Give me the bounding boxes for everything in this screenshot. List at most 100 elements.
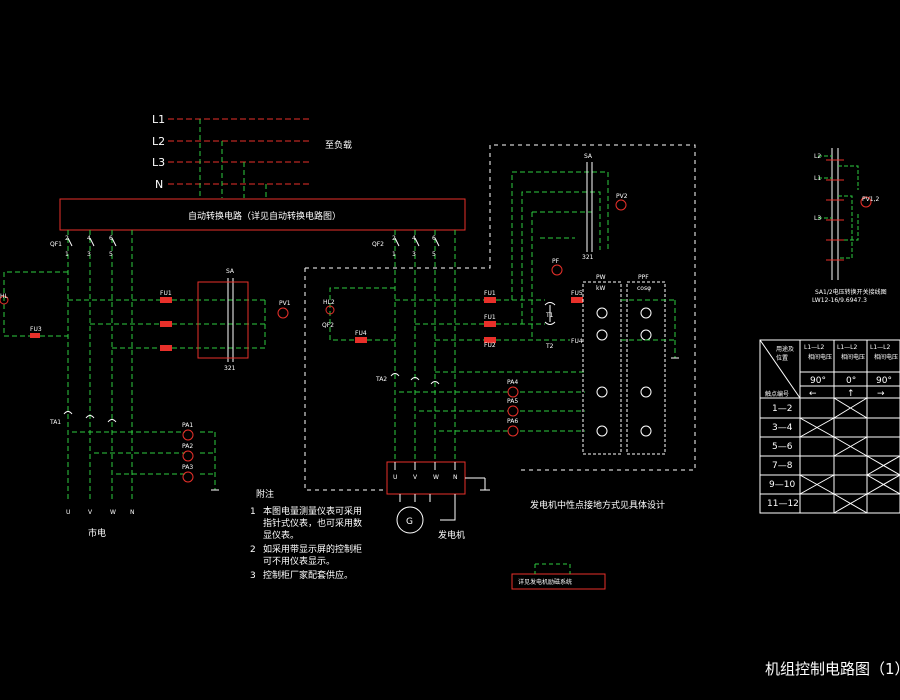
fu1-mid-label-b: FU1 (484, 314, 496, 321)
contact-closed-mark (799, 417, 835, 438)
inset-label-l2: L2 (814, 153, 821, 160)
note-1-line-3: 显仪表。 (263, 529, 299, 541)
sa-right-label: SA (584, 153, 593, 160)
note-2-line-2: 可不用仪表显示。 (263, 555, 335, 567)
col3-title: L1—L2 (870, 344, 891, 351)
note-2-num: 2 (250, 545, 256, 555)
row-4-label: 7—8 (772, 461, 793, 471)
note-3-line-1: 控制柜厂家配套供应。 (263, 569, 353, 581)
col2-sub: 相间电压 (841, 353, 865, 361)
sa-left-bottom: 321 (224, 365, 236, 372)
pa2-meter-icon (182, 450, 194, 462)
qf1-top-1: 2 (65, 235, 69, 242)
notes-heading: 附注 (256, 488, 274, 500)
qf2-top-1: 2 (392, 235, 396, 242)
hl-lamp-icon (0, 295, 9, 305)
gen-terminal-w: W (433, 474, 439, 481)
col1-angle: 90° (810, 376, 826, 386)
pa1-label: PA1 (182, 422, 193, 429)
col1-arrow: ← (809, 389, 817, 399)
ppf-element-3 (640, 386, 652, 398)
col2-angle: 0° (846, 376, 856, 386)
fu4-right-label: FU4 (571, 338, 583, 345)
qf2-bottom-2: 3 (412, 251, 416, 258)
generator-icon (396, 506, 424, 534)
pa4-meter-icon (507, 386, 519, 398)
contact-closed-mark (799, 474, 835, 495)
qf1-label: QF1 (50, 241, 62, 248)
inset-label-l1: L1 (814, 175, 821, 182)
sa-wiring-inset: PV1,2 L2 L1 L3 SA1/2电压转换开关接线图 LW12-16/9.… (812, 148, 887, 304)
inset-pv-label: PV1,2 (862, 196, 879, 203)
row-2-label: 3—4 (772, 423, 793, 433)
ppf-element-2 (640, 329, 652, 341)
sa-left-label: SA (226, 268, 235, 275)
bus-label-n: N (155, 178, 163, 191)
pw-element-1 (596, 307, 608, 319)
col1-sub: 相间电压 (808, 353, 832, 361)
qf1-bottom-2: 3 (87, 251, 91, 258)
col3-arrow: → (877, 389, 885, 399)
generator-symbol: G (406, 517, 413, 527)
mains-caption: 市电 (88, 527, 106, 539)
ta2-label: TA2 (375, 376, 387, 383)
row-1-label: 1—2 (772, 404, 792, 414)
table-head-position: 位置 (776, 354, 788, 362)
generator-section: QF2 2 4 6 1 3 5 HL2 QF2 FU4 FU1 FU1 FU2 (304, 144, 696, 541)
mains-section: QF1 2 4 6 1 3 5 HL FU3 FU1 (0, 230, 291, 539)
fu5-fuse-icon (571, 297, 583, 303)
contact-closed-mark (833, 397, 868, 419)
ats-block: 自动转换电路（详见自动转换电路图） (59, 198, 466, 231)
row-3-label: 5—6 (772, 442, 793, 452)
contact-closed-mark (833, 493, 868, 514)
fu5-label: FU5 (571, 290, 583, 297)
row-6-label: 11—12 (767, 499, 799, 509)
qf2-bottom-1: 1 (392, 251, 396, 258)
col3-angle: 90° (876, 376, 892, 386)
mid-qf2-label: QF2 (322, 322, 334, 329)
ta1-label: TA1 (49, 419, 61, 426)
fu1-fuse-c-icon (160, 345, 172, 351)
col2-arrow: ↑ (847, 389, 855, 399)
note-2-line-1: 如采用带显示屏的控制柜 (263, 543, 362, 555)
inset-caption-2: LW12-16/9.6947.3 (812, 297, 867, 304)
pw-element-3 (596, 386, 608, 398)
hl2-label: HL2 (323, 299, 335, 306)
pf-meter-icon (551, 264, 563, 276)
pa1-meter-icon (182, 429, 194, 441)
bus-label-l1: L1 (152, 113, 165, 126)
pv1-meter-icon (277, 307, 289, 319)
pa5-meter-icon (507, 405, 519, 417)
hl2-lamp-icon (325, 305, 335, 315)
pa5-label: PA5 (507, 398, 518, 405)
qf1-bottom-3: 5 (109, 251, 113, 258)
pa4-label: PA4 (507, 379, 518, 386)
drawing-title: 机组控制电路图（1） (765, 660, 900, 678)
qf2-top-3: 6 (432, 235, 436, 242)
qf2-top-2: 4 (412, 235, 416, 242)
qf1-bottom-1: 1 (65, 251, 69, 258)
fu1-fuse-b-icon (160, 321, 172, 327)
fu1-mid-label-a: FU1 (484, 290, 496, 297)
contact-closed-mark (866, 455, 900, 476)
fu1-mid-a-icon (484, 297, 496, 303)
table-marks (799, 397, 900, 514)
fu3-label: FU3 (30, 326, 42, 333)
fu1-fuse-a-icon (160, 297, 172, 303)
note-3-num: 3 (250, 571, 256, 581)
excitation-link-box (511, 573, 606, 590)
qf2-bottom-3: 5 (432, 251, 436, 258)
ppf-sub: cosφ (637, 285, 651, 292)
t1-label: T1 (545, 312, 554, 319)
note-1-line-1: 本图电量测量仪表可采用 (263, 505, 362, 517)
table-head-contacts: 触点编号 (765, 390, 789, 398)
notes: 附注 1 本图电量测量仪表可采用 指针式仪表，也可采用数 显仪表。 2 如采用带… (250, 488, 362, 581)
sa-right-bottom: 321 (582, 254, 594, 261)
contact-table: 用途及 位置 触点编号 L1—L2 相间电压 90° ← L1—L2 相间电压 … (759, 339, 900, 514)
ppf-label: PPF (638, 274, 649, 281)
note-1-line-2: 指针式仪表，也可采用数 (263, 517, 362, 529)
hl-label: HL (0, 293, 9, 300)
excitation-link-label: 详见发电机励磁系统 (518, 578, 572, 586)
pv2-label: PV2 (616, 193, 628, 200)
terminal-n: N (130, 509, 135, 516)
